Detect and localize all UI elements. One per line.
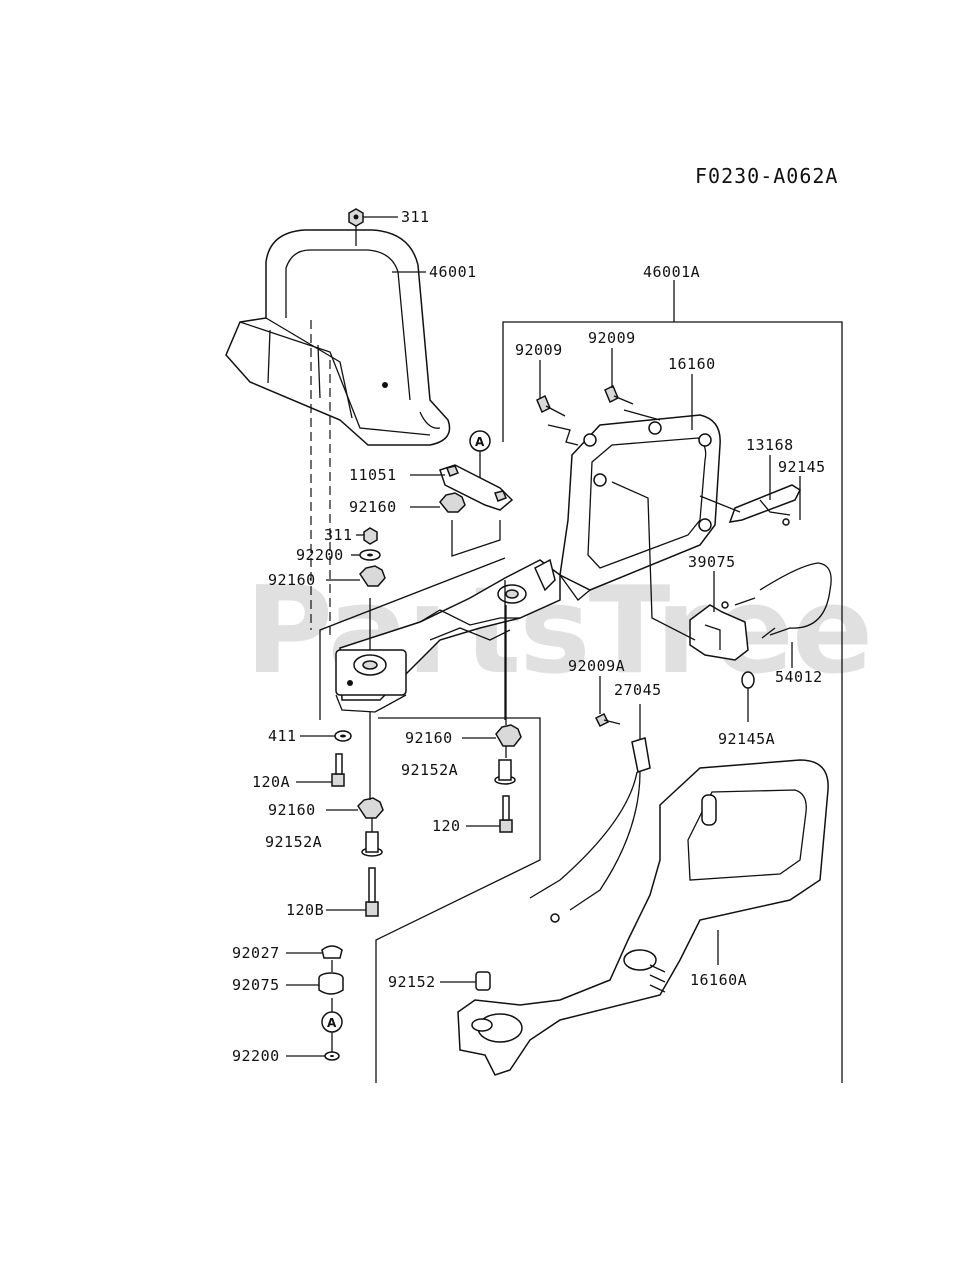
collar-92152a-left [361,831,383,857]
label-120a: 120A [252,773,290,791]
label-92152a-left: 92152A [265,833,322,851]
rubber-92160-c [495,724,522,747]
label-92160-c: 92160 [405,729,453,747]
label-120b: 120B [286,901,324,919]
label-92009a: 92009A [568,657,625,675]
label-13168: 13168 [746,436,794,454]
rubber-92160-a [439,492,466,513]
label-54012: 54012 [775,668,823,686]
label-92160-d: 92160 [268,801,316,819]
label-46001: 46001 [429,263,477,281]
cable-54012 [721,562,832,639]
label-92075: 92075 [232,976,280,994]
label-16160a: 16160A [690,971,747,989]
label-92160-a: 92160 [349,498,397,516]
svg-text:A: A [327,1016,337,1030]
collar-92152a-right [494,759,516,785]
label-311-mid: 311 [324,526,353,544]
label-16160: 16160 [668,355,716,373]
group-frames [310,226,541,1083]
washer-92200-mid [359,549,381,561]
screw-92009-right [604,384,634,405]
svg-text:A: A [475,435,485,449]
label-92009-right: 92009 [588,329,636,347]
washer-411 [334,730,352,742]
callout-a-upper: A [469,430,491,478]
damper-92075 [318,972,344,995]
washer-92200-bottom [324,1051,340,1061]
rubber-92160-d [357,797,384,819]
label-11051: 11051 [349,466,397,484]
label-92145: 92145 [778,458,826,476]
label-311-top: 311 [401,208,430,226]
loop-handle-46001 [225,229,451,446]
plate-11051 [439,464,514,511]
screw-92009a [594,712,621,728]
lever-13168 [728,484,801,526]
label-92145a: 92145A [718,730,775,748]
rear-handle-16160a [457,759,829,1076]
nut-92152 [475,971,491,991]
label-92200-bottom: 92200 [232,1047,280,1065]
label-27045: 27045 [614,681,662,699]
rubber-92160-b [359,565,386,587]
wire-27045 [529,737,651,923]
cap-92027 [321,945,343,959]
guide-lines [547,409,741,641]
nut-311-top [348,208,364,227]
diagram-code: F0230-A062A [695,164,838,188]
label-46001a: 46001A [643,263,700,281]
label-92009-left: 92009 [515,341,563,359]
grip-16160 [559,414,721,601]
label-39075: 39075 [688,553,736,571]
screw-92009-left [536,394,566,417]
bolt-120 [499,795,513,833]
callout-a-lower: A [321,1011,343,1033]
label-120: 120 [432,817,461,835]
label-92027: 92027 [232,944,280,962]
part-labels: 311 46001 46001A 92009 92009 16160 13168… [232,208,826,1065]
nut-311-mid [363,527,378,545]
label-92160-b: 92160 [268,571,316,589]
bracket-46001a [502,280,843,1083]
label-92152: 92152 [388,973,436,991]
label-92200-mid: 92200 [296,546,344,564]
label-411: 411 [268,727,297,745]
label-92152a-right: 92152A [401,761,458,779]
leader-lines [286,216,801,1057]
bolt-120b [365,867,379,917]
bolt-120a [331,753,345,787]
